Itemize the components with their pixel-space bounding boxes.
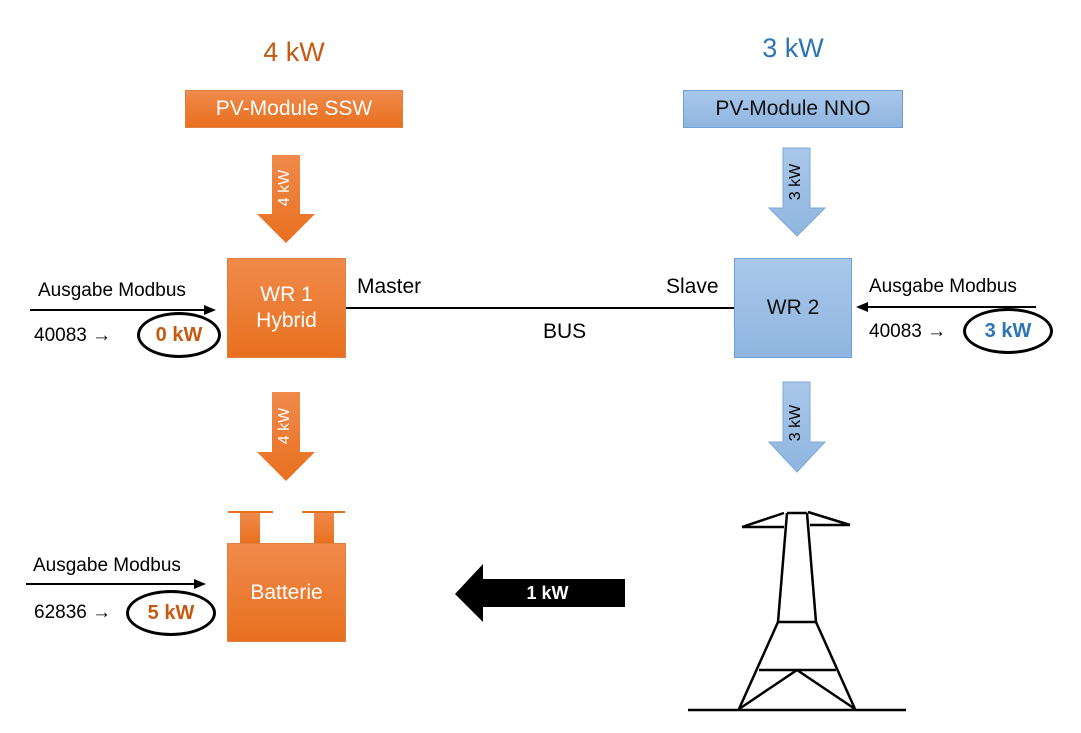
flow-label-wr2-to-grid: 3 kW [787,404,804,442]
wr1-modbus-value-ellipse: 0 kW [137,312,221,358]
pv-module-ssw-box: PV-Module SSW [185,90,403,128]
flow-arrow-wr1-to-battery [257,392,315,481]
flow-arrow-grid-to-battery [455,564,625,622]
battery-modbus-label: Ausgabe Modbus [33,555,181,576]
modbus-arrow-battery [26,579,206,589]
wr1-modbus-value: 0 kW [155,323,203,346]
modbus-arrow-wr2 [856,302,1036,312]
battery-register-number: 62836 [34,602,87,623]
inverter-wr1-label: WR 1 [260,283,313,306]
flow-arrow-wr2-to-grid [767,381,827,473]
battery-modbus-value: 5 kW [147,601,195,624]
flow-label-pv-to-wr1: 4 kW [276,169,293,207]
wr2-modbus-register: 40083 → [869,321,946,343]
wr2-modbus-value: 3 kW [984,319,1032,342]
flow-label-pv-to-wr2: 3 kW [787,163,804,201]
flow-arrow-pv-to-wr1 [257,155,315,243]
battery-terminals [228,511,345,543]
master-label: Master [357,275,422,298]
pv-module-ssw-label: PV-Module SSW [215,97,373,120]
wr2-register-arrow: → [927,321,947,342]
power-tower-icon [688,510,906,712]
pv-module-nno-box: PV-Module NNO [683,90,903,128]
flow-label-grid-to-battery: 1 kW [526,582,569,603]
left-power-title: 4 kW [263,36,325,67]
flow-arrow-pv-to-wr2 [767,147,827,237]
inverter-wr1-box: WR 1 Hybrid [227,258,346,358]
inverter-wr1-type: Hybrid [256,309,317,332]
battery-modbus-value-ellipse: 5 kW [126,590,216,636]
wr1-register-number: 40083 [34,325,87,346]
flow-label-wr1-to-battery: 4 kW [276,407,293,445]
wr1-modbus-register: 40083 → [34,325,111,347]
pv-module-nno-label: PV-Module NNO [715,97,871,120]
battery-box: Batterie [227,543,346,642]
slave-label: Slave [666,275,719,298]
battery-register-arrow: → [92,602,112,623]
modbus-arrow-wr1 [30,305,216,315]
right-power-title: 3 kW [762,32,824,63]
inverter-wr2-box: WR 2 [734,258,852,358]
wr1-modbus-label: Ausgabe Modbus [38,280,186,301]
battery-label: Batterie [250,580,323,604]
battery-modbus-register: 62836 → [34,602,111,624]
wr2-modbus-label: Ausgabe Modbus [869,276,1017,297]
inverter-wr2-label: WR 2 [766,296,820,319]
bus-label: BUS [543,320,587,343]
wr1-register-arrow: → [92,325,112,346]
wr2-register-number: 40083 [869,321,922,342]
wr2-modbus-value-ellipse: 3 kW [963,308,1053,354]
